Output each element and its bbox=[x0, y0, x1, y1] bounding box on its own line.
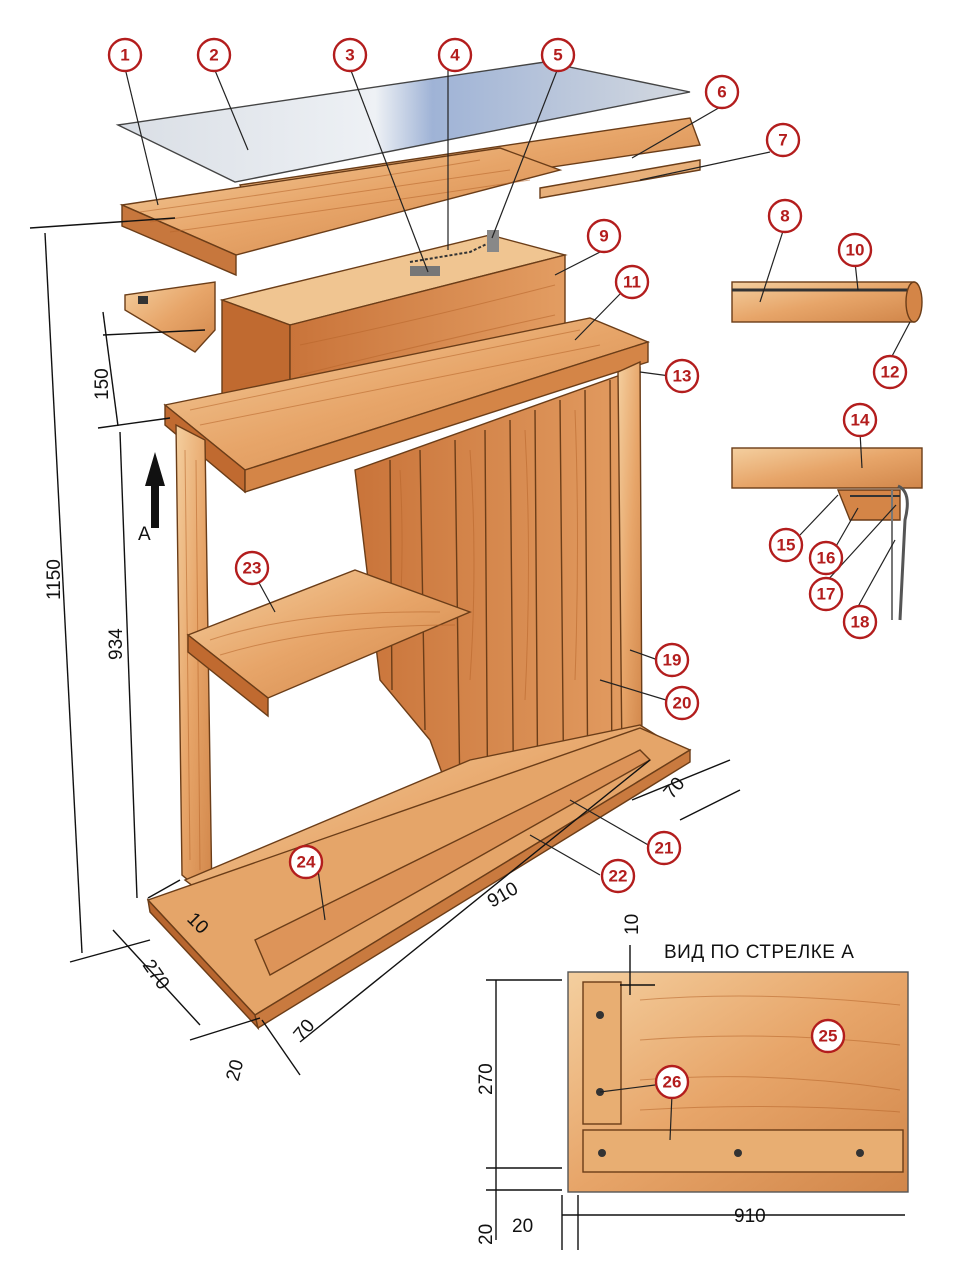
arrow-label: А bbox=[138, 524, 151, 545]
view-a-title: ВИД ПО СТРЕЛКЕ А bbox=[664, 942, 854, 963]
dim-rail-offset: 70 bbox=[290, 1016, 320, 1046]
view-a-panel bbox=[567, 971, 909, 1193]
view-dim-width: 910 bbox=[734, 1206, 766, 1227]
callout-18: 18 bbox=[851, 613, 870, 632]
callout-14: 14 bbox=[851, 411, 870, 430]
view-dim-bottom: 20 bbox=[512, 1216, 533, 1237]
callout-26: 26 bbox=[663, 1073, 682, 1092]
callout-7: 7 bbox=[778, 131, 787, 150]
view-a-labels: ВИД ПО СТРЕЛКЕ А 10 270 20 20 910 bbox=[476, 914, 854, 1245]
callout-4: 4 bbox=[450, 46, 460, 65]
callout-3: 3 bbox=[345, 46, 354, 65]
detail-top-joint bbox=[731, 447, 923, 621]
callout-16: 16 bbox=[817, 549, 836, 568]
callout-25: 25 bbox=[819, 1027, 838, 1046]
callout-13: 13 bbox=[673, 367, 692, 386]
right-leg bbox=[617, 360, 643, 762]
callout-23: 23 bbox=[243, 559, 262, 578]
callout-8: 8 bbox=[780, 207, 789, 226]
plinth bbox=[146, 727, 692, 1031]
view-arrow-a: А bbox=[138, 452, 165, 545]
callout-21: 21 bbox=[655, 839, 674, 858]
callout-17: 17 bbox=[817, 585, 836, 604]
callout-12: 12 bbox=[881, 363, 900, 382]
view-dim-top: 10 bbox=[622, 914, 643, 935]
callout-9: 9 bbox=[599, 227, 608, 246]
callout-10: 10 bbox=[846, 241, 865, 260]
top-lid-board bbox=[119, 147, 563, 277]
dim-stand-height: 934 bbox=[106, 628, 127, 660]
dim-top-gap: 150 bbox=[92, 368, 113, 400]
callout-1: 1 bbox=[120, 46, 129, 65]
callout-19: 19 bbox=[663, 651, 682, 670]
callout-6: 6 bbox=[717, 83, 726, 102]
callout-24: 24 bbox=[297, 853, 316, 872]
view-dim-left: 20 bbox=[476, 1224, 497, 1245]
detail-frame-edge bbox=[731, 281, 923, 323]
dim-depth: 270 bbox=[138, 956, 173, 994]
view-dim-height: 270 bbox=[476, 1063, 497, 1095]
callout-20: 20 bbox=[673, 694, 692, 713]
dim-edge-offset: 20 bbox=[223, 1057, 249, 1083]
dim-total-height: 1150 bbox=[44, 559, 65, 600]
hinge-plate bbox=[124, 281, 216, 353]
dimension-lines bbox=[29, 217, 905, 1250]
callout-11: 11 bbox=[623, 273, 641, 292]
callout-markers: 1 2 3 4 5 6 7 8 9 10 11 12 13 14 15 16 1… bbox=[107, 37, 908, 1100]
callout-22: 22 bbox=[609, 867, 628, 886]
glass-lid bbox=[115, 61, 691, 183]
callout-5: 5 bbox=[553, 46, 562, 65]
callout-15: 15 bbox=[777, 536, 796, 555]
middle-shelf bbox=[186, 569, 472, 718]
callout-2: 2 bbox=[209, 46, 218, 65]
